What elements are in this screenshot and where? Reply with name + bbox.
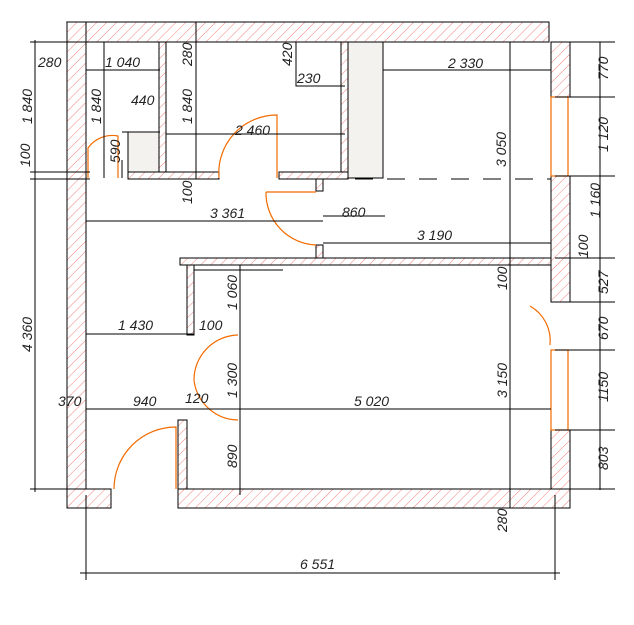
dim-label: 940 — [133, 393, 157, 409]
dim-label: 803 — [595, 446, 611, 470]
dimension-labels: 280 1 040 280 420 230 2 330 770 1 840 1 … — [17, 42, 611, 572]
dim-label: 4 360 — [19, 317, 35, 352]
mid-wall — [179, 257, 552, 266]
dim-label: 3 361 — [210, 205, 245, 221]
dim-label: 420 — [279, 42, 295, 66]
doors-windows — [87, 96, 569, 490]
dim-label: 100 — [575, 234, 591, 258]
dim-label: 280 — [494, 508, 510, 533]
dim-label: 2 330 — [447, 55, 483, 71]
outer-wall-top — [65, 21, 550, 43]
dim-label: 1 120 — [595, 117, 611, 152]
room-wall — [340, 41, 349, 173]
window-2 — [550, 349, 569, 431]
closet-wall-2 — [315, 244, 324, 259]
dim-label: 3 190 — [417, 227, 452, 243]
dim-label: 2 460 — [234, 122, 270, 138]
dim-label: 3 050 — [493, 132, 509, 167]
dim-label: 670 — [595, 316, 611, 340]
dim-label: 3 150 — [494, 363, 510, 398]
dim-label: 1 430 — [118, 317, 153, 333]
door-room — [218, 114, 278, 179]
dim-label: 100 — [494, 266, 510, 290]
dim-label: 770 — [595, 56, 611, 80]
dim-label: 1 040 — [105, 54, 140, 70]
outer-wall-left — [66, 21, 112, 509]
window-1 — [550, 96, 569, 177]
outer-wall-right-2 — [550, 175, 571, 303]
closet — [347, 41, 384, 179]
dim-label: 100 — [199, 317, 223, 333]
bath-fixture — [127, 131, 160, 173]
corridor-wall-a — [127, 171, 220, 180]
walls — [65, 21, 571, 509]
dim-label: 590 — [107, 139, 123, 163]
door-closet — [265, 191, 317, 246]
dim-label: 1 060 — [224, 275, 240, 310]
closet-wall — [315, 178, 324, 192]
dim-label: 1 300 — [224, 363, 240, 398]
dim-label: 370 — [58, 393, 82, 409]
dim-label: 280 — [37, 54, 62, 70]
partition-lower — [177, 419, 188, 490]
partition-upper — [186, 264, 195, 336]
bath-wall — [158, 41, 167, 173]
dim-label: 100 — [179, 180, 195, 204]
corridor-wall-b — [278, 171, 349, 180]
dim-label: 1150 — [595, 372, 611, 402]
outer-wall-bottom — [177, 469, 571, 509]
outer-wall-right-3 — [550, 429, 571, 490]
dim-label: 5 020 — [354, 393, 389, 409]
door-entry — [113, 426, 177, 490]
dim-label: 1 840 — [179, 89, 195, 124]
dimension-lines — [30, 22, 615, 580]
dim-label: 527 — [595, 269, 611, 294]
dim-label: 890 — [224, 444, 240, 468]
dim-label: 1 160 — [587, 183, 603, 218]
dim-label: 1 840 — [88, 89, 104, 124]
door-living — [193, 334, 239, 421]
dim-label: 100 — [17, 143, 33, 167]
dim-label: 280 — [179, 42, 195, 67]
dim-label: 230 — [296, 70, 321, 86]
dim-label: 120 — [185, 390, 209, 406]
outer-wall-right-1 — [550, 41, 571, 98]
dim-label: 1 840 — [19, 89, 35, 124]
door-bath — [87, 134, 119, 178]
dim-label: 860 — [342, 204, 366, 220]
dim-label: 440 — [131, 92, 155, 108]
dim-label: 6 551 — [300, 556, 335, 572]
door-balcony — [529, 305, 551, 346]
